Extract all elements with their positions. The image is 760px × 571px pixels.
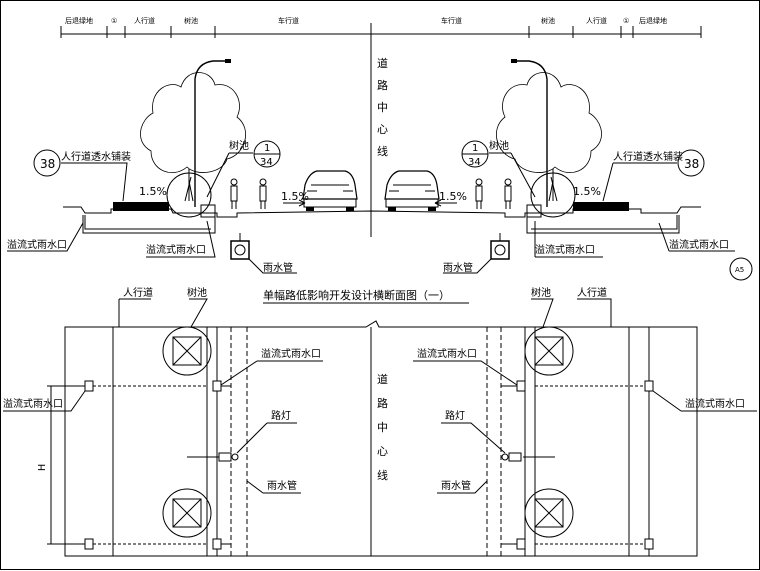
sheet-ref-label: A5 [735, 266, 744, 274]
ground-profile [63, 206, 701, 218]
sidewalk-paving-left [112, 326, 208, 557]
plan-streetlight-label-left: 路灯 [271, 409, 291, 422]
slope-label-sidewalk-right: 1.5% [573, 185, 601, 198]
buffer-right [628, 326, 650, 557]
centerline-char-4: 心 [377, 123, 388, 136]
dim-label-green-right: 后退绿地 [639, 16, 667, 25]
plan-inlet-label-outer-right: 溢流式雨水口 [685, 397, 745, 410]
centerline-lower-char-3: 中 [377, 421, 388, 434]
curb-right [526, 204, 542, 218]
plan-sidewalk-label-left: 人行道 [123, 286, 153, 299]
slope-label-sidewalk-left: 1.5% [139, 185, 167, 198]
centerline-char-2: 路 [377, 79, 388, 92]
sidewalk-paving-right [534, 326, 630, 557]
sheet-ref-circle [729, 257, 753, 281]
centerline-lower-char-5: 线 [377, 468, 388, 482]
slope-label-road-right: 1.5% [439, 190, 467, 203]
tree-left [140, 72, 246, 218]
centerline-lower-char-4: 心 [377, 445, 388, 458]
pedestrians-left [230, 178, 267, 209]
overflow-inlet-inner-left: 溢流式雨水口 [146, 243, 206, 256]
curb-left [200, 204, 216, 218]
detail-ref-left [33, 149, 61, 177]
dim-label-circle-left: ① [111, 17, 117, 25]
plan-streetlight-label-right: 路灯 [445, 409, 465, 422]
plan-treepit-label-left: 树池 [187, 286, 207, 299]
tree-right [496, 72, 602, 218]
street-light-left [194, 60, 227, 207]
treepit-ref-left-den: 34 [260, 157, 273, 168]
storm-pipe-section-left [230, 240, 250, 260]
storm-pipe-label-right: 雨水管 [443, 261, 473, 274]
paving-left [113, 202, 169, 211]
detail-ref-right-label: 38 [684, 157, 699, 171]
centerline-lower-char-2: 路 [377, 397, 388, 410]
paving-label-right: 人行道透水铺装 [613, 150, 683, 163]
car-left [302, 170, 358, 211]
centerline-char-3: 中 [377, 101, 388, 114]
dim-label-green-left: 后退绿地 [65, 16, 93, 25]
overflow-inlet-outer-right: 溢流式雨水口 [669, 238, 729, 251]
plan-pipe-label-right: 雨水管 [441, 479, 471, 492]
slope-label-road-left: 1.5% [281, 190, 309, 203]
dim-label-carriageway-right: 车行道 [441, 16, 462, 25]
dim-label-carriageway-left: 车行道 [278, 16, 299, 25]
dim-label-treepit-right: 树池 [541, 16, 555, 25]
centerline-char-1: 道 [377, 56, 388, 70]
paving-label-left: 人行道透水铺装 [61, 150, 131, 163]
plan-inlets [84, 380, 654, 550]
plan-treepit-label-right: 树池 [531, 286, 551, 299]
overflow-inlet-inner-right: 溢流式雨水口 [535, 243, 595, 256]
treepit-ref-right-num: 1 [472, 143, 478, 154]
dim-label-sidewalk-right: 人行道 [586, 16, 607, 25]
dim-label-sidewalk-left: 人行道 [134, 16, 155, 25]
plan-treepits [162, 326, 574, 538]
detail-ref-left-label: 38 [40, 157, 55, 171]
plan-inlet-label-left: 溢流式雨水口 [261, 347, 321, 360]
centerline-char-5: 线 [377, 144, 388, 158]
detail-ref-right [677, 149, 705, 177]
dimension-row: 后退绿地 ① 人行道 树池 车行道 车行道 树池 人行道 ① 后退绿地 [60, 16, 702, 41]
dim-h-label: H [37, 464, 48, 471]
treepit-label-right: 树池 [489, 139, 509, 152]
cross-section: 道 路 中 心 线 [7, 41, 753, 281]
treepit-label-left: 树池 [229, 139, 249, 152]
plan-inlet-label-outer-left: 溢流式雨水口 [3, 397, 63, 410]
treepit-ref-left-num: 1 [264, 143, 270, 154]
plan-pipe-label-left: 雨水管 [267, 479, 297, 492]
dim-label-circle-right: ① [623, 17, 629, 25]
dim-label-treepit-left: 树池 [184, 16, 198, 25]
pedestrians-right [475, 178, 512, 209]
paving-right [573, 202, 629, 211]
trench-left [82, 215, 216, 234]
overflow-inlet-outer-left: 溢流式雨水口 [7, 238, 67, 251]
street-light-right [515, 60, 548, 207]
storm-pipe-label-left: 雨水管 [263, 261, 293, 274]
plan-view: 单幅路低影响开发设计横断面图（一） 道 路 中 心 线 [3, 286, 757, 557]
treepit-ref-right-den: 34 [468, 157, 481, 168]
green-belt-right [648, 326, 698, 557]
plan-sidewalk-label-right: 人行道 [577, 286, 607, 299]
plan-streetlights [187, 452, 555, 462]
car-right [384, 170, 440, 211]
plan-inlet-label-right: 溢流式雨水口 [417, 347, 477, 360]
trench-right [526, 215, 680, 234]
green-belt-left [64, 326, 114, 557]
plan-boundary [64, 320, 698, 557]
centerline-lower-char-1: 道 [377, 372, 388, 386]
plan-title: 单幅路低影响开发设计横断面图（一） [263, 288, 450, 302]
storm-pipe-section-right [490, 240, 510, 260]
